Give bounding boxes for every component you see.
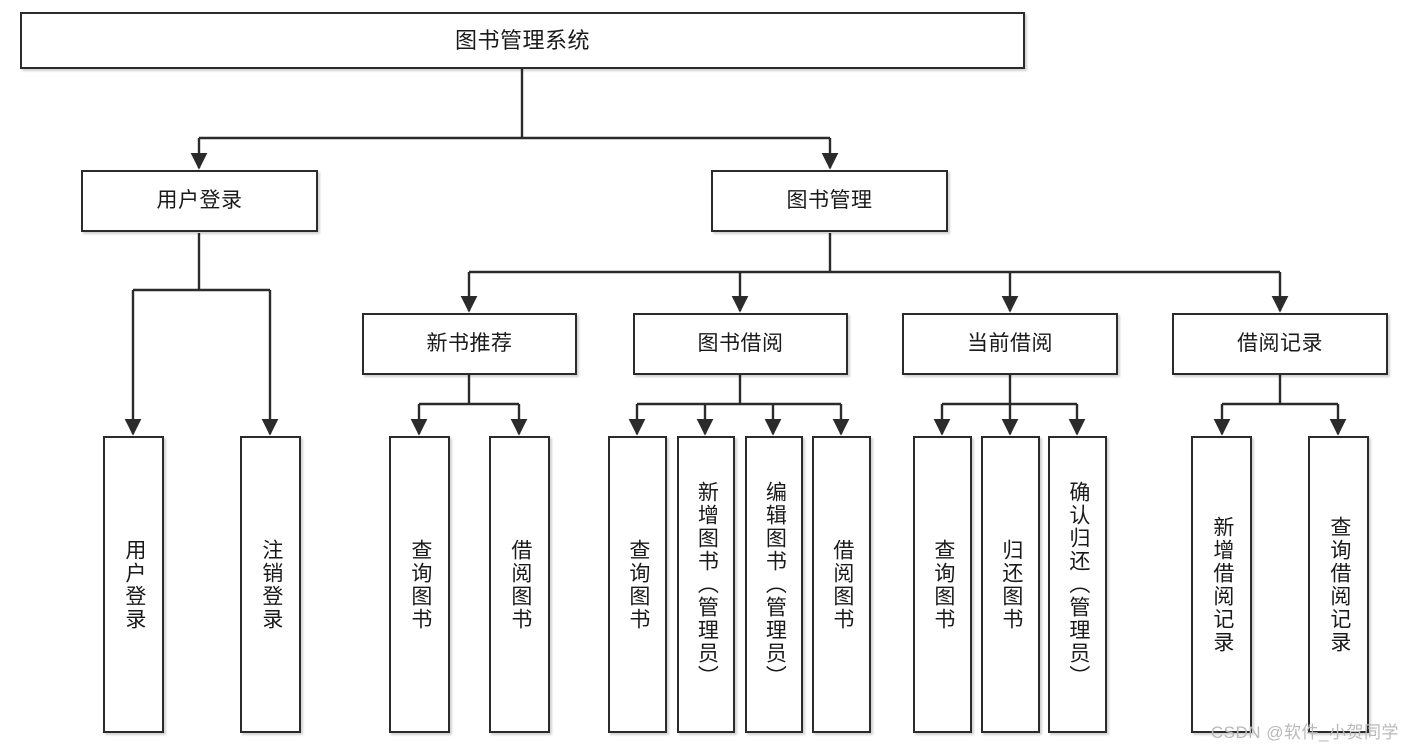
node-user-login-label: 用户登录 (156, 188, 243, 212)
node-user-login[interactable]: 用户登录 (81, 170, 318, 232)
node-current-borrow-label: 当前借阅 (967, 331, 1053, 355)
node-leaf-logout-login[interactable]: 注销登录 (240, 436, 301, 733)
node-leaf-query-book-1[interactable]: 查询图书 (389, 436, 450, 733)
node-leaf-add-book[interactable]: 新增图书（管理员） (677, 436, 735, 733)
node-leaf-confirm-return[interactable]: 确认归还（管理员） (1048, 436, 1107, 733)
node-book-borrow[interactable]: 图书借阅 (633, 313, 848, 375)
node-leaf-query-book-2[interactable]: 查询图书 (608, 436, 667, 733)
node-leaf-add-record[interactable]: 新增借阅记录 (1191, 436, 1252, 733)
node-borrow-record[interactable]: 借阅记录 (1172, 313, 1388, 375)
node-leaf-confirm-return-label: 确认归还（管理员） (1066, 481, 1090, 688)
node-leaf-borrow-book-1-label: 借阅图书 (508, 538, 532, 631)
watermark-text: CSDN @软件_小贺同学 (1210, 723, 1399, 742)
node-root-book-management-system[interactable]: 图书管理系统 (20, 12, 1025, 69)
node-book-manage-label: 图书管理 (786, 188, 873, 212)
node-book-manage[interactable]: 图书管理 (711, 170, 948, 232)
node-leaf-logout-login-label: 注销登录 (259, 538, 283, 631)
node-book-borrow-label: 图书借阅 (697, 331, 784, 355)
node-leaf-query-record-label: 查询借阅记录 (1327, 515, 1351, 654)
node-new-book-recommend-label: 新书推荐 (426, 331, 513, 355)
node-new-book-recommend[interactable]: 新书推荐 (362, 313, 577, 375)
node-borrow-record-label: 借阅记录 (1237, 331, 1323, 355)
node-leaf-query-record[interactable]: 查询借阅记录 (1308, 436, 1369, 733)
node-leaf-edit-book[interactable]: 编辑图书（管理员） (745, 436, 803, 733)
node-leaf-borrow-book-1[interactable]: 借阅图书 (489, 436, 550, 733)
node-current-borrow[interactable]: 当前借阅 (902, 313, 1118, 375)
node-leaf-query-book-3[interactable]: 查询图书 (913, 436, 972, 733)
node-leaf-return-book[interactable]: 归还图书 (981, 436, 1040, 733)
node-leaf-query-book-3-label: 查询图书 (931, 538, 955, 631)
node-leaf-user-login-label: 用户登录 (122, 538, 146, 631)
node-leaf-user-login[interactable]: 用户登录 (103, 436, 164, 733)
node-leaf-borrow-book-2-label: 借阅图书 (830, 538, 854, 631)
node-leaf-add-book-label: 新增图书（管理员） (695, 481, 719, 688)
node-leaf-edit-book-label: 编辑图书（管理员） (763, 481, 787, 688)
node-leaf-query-book-2-label: 查询图书 (626, 538, 650, 631)
node-leaf-return-book-label: 归还图书 (999, 538, 1023, 631)
node-leaf-borrow-book-2[interactable]: 借阅图书 (812, 436, 871, 733)
node-leaf-query-book-1-label: 查询图书 (408, 538, 432, 631)
node-root-label: 图书管理系统 (454, 27, 590, 53)
node-leaf-add-record-label: 新增借阅记录 (1210, 515, 1234, 654)
